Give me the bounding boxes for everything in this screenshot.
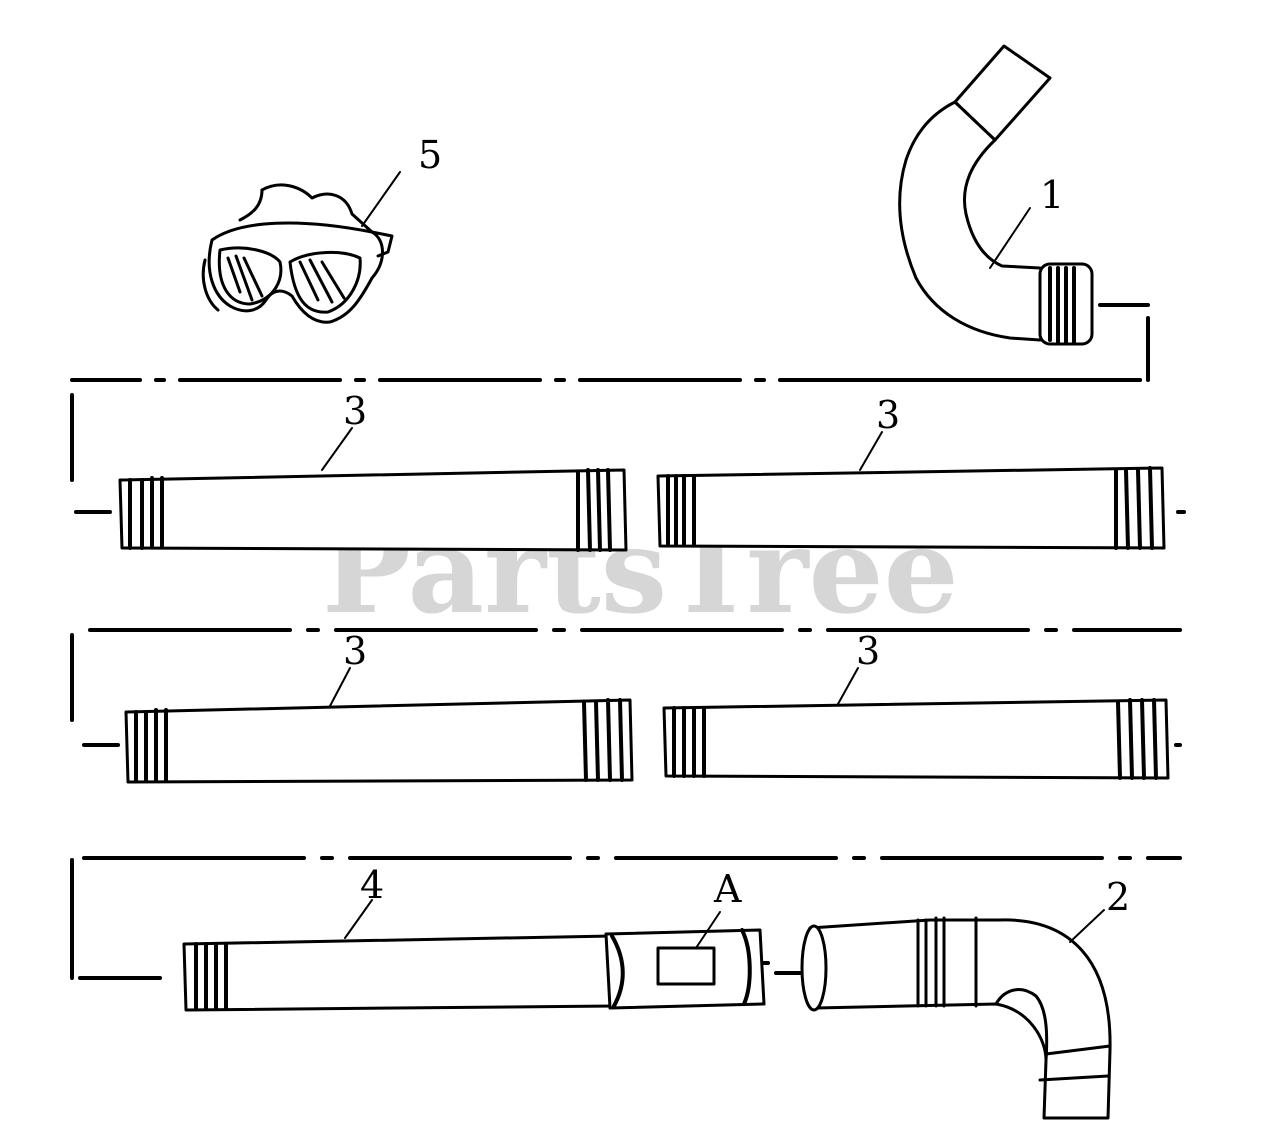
callout-part-4: 4 xyxy=(360,863,384,907)
straight-tube-3b xyxy=(656,431,1166,550)
callout-part-5: 5 xyxy=(418,133,442,177)
straight-tube-3c xyxy=(124,667,634,784)
callout-part-2: 2 xyxy=(1106,875,1130,919)
connector-line-4b xyxy=(70,858,162,980)
straight-tube-3d xyxy=(662,667,1170,780)
connector-lines xyxy=(70,303,1186,980)
curved-tube-part xyxy=(898,44,1094,346)
callout-part-1: 1 xyxy=(1040,173,1064,217)
elbow-part xyxy=(800,909,1112,1120)
goggles-part xyxy=(201,171,401,324)
callout-part-3c: 3 xyxy=(343,629,367,673)
callout-part-3d: 3 xyxy=(856,629,880,673)
callout-part-3b: 3 xyxy=(876,393,900,437)
callout-part-3a: 3 xyxy=(343,389,367,433)
nozzle-tube-part xyxy=(182,899,766,1012)
straight-tube-3a xyxy=(118,427,628,552)
callouts: 5 1 3 3 3 3 4 A 2 xyxy=(343,133,1130,919)
connector-line-1c xyxy=(70,393,112,514)
connector-line-3b xyxy=(70,633,1182,747)
connector-line-1 xyxy=(858,303,1150,382)
callout-label-a: A xyxy=(713,867,742,911)
